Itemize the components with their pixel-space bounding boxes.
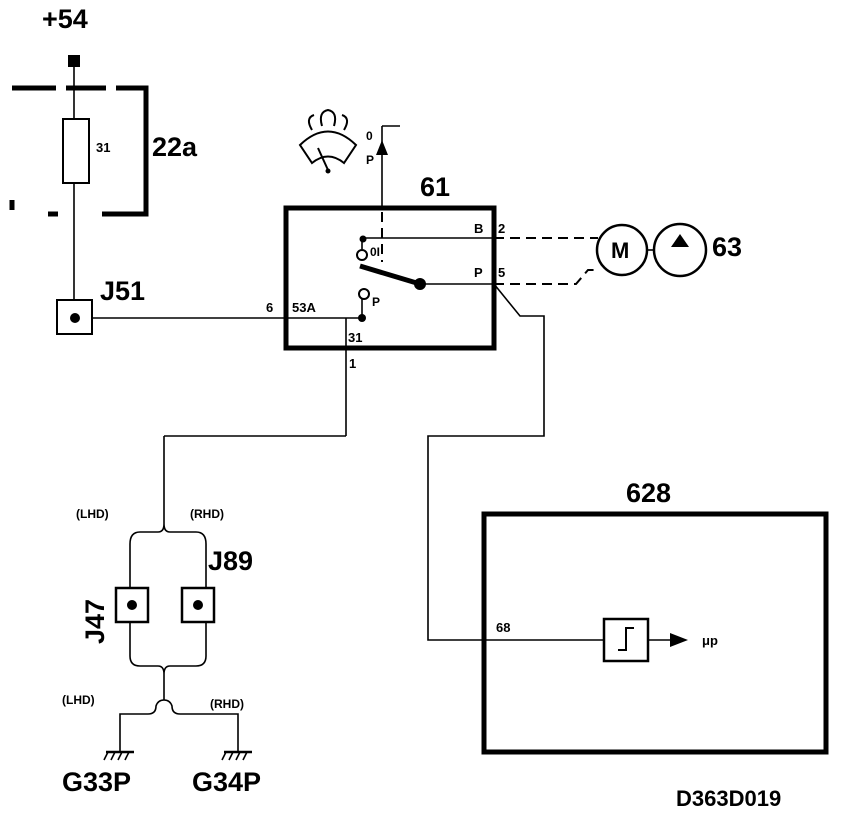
motor-ref-label: 63 xyxy=(712,232,742,262)
ground-g34-icon xyxy=(221,722,252,761)
switch-pin-b-num: 2 xyxy=(498,221,505,236)
switch-ref-label: 61 xyxy=(420,172,450,202)
supply-label: +54 xyxy=(42,4,88,34)
fuse-pin-label: 31 xyxy=(96,140,110,155)
supply-terminal xyxy=(68,55,80,67)
switch-pin-53a-label: 53A xyxy=(292,300,316,315)
fuse-box-22a xyxy=(9,85,149,217)
wire-p-to-ecu xyxy=(427,283,604,641)
ground-g34-label: G34P xyxy=(192,767,261,797)
ground-g33-label: G33P xyxy=(62,767,131,797)
wiper-o-label: 0 xyxy=(366,129,373,143)
switch-0i-contact xyxy=(356,249,368,261)
rhd-top-label: (RHD) xyxy=(190,507,224,521)
ecu-output-label: μp xyxy=(702,633,718,648)
drawing-code: D363D019 xyxy=(676,786,781,811)
wire-p-to-motor xyxy=(494,269,598,285)
ecu-box-628 xyxy=(481,511,829,755)
switch-pin-31-num: 1 xyxy=(349,356,356,371)
connector-j89-label: J89 xyxy=(208,546,253,576)
connector-j51-label: J51 xyxy=(100,276,145,306)
wiper-icon xyxy=(298,108,358,174)
switch-lever xyxy=(359,263,421,287)
switch-pin-53a-num: 6 xyxy=(266,300,273,315)
wiper-arrow-icon xyxy=(376,140,388,155)
switch-53a-node xyxy=(358,314,366,322)
top-variant-brace xyxy=(129,523,207,545)
ground-g33-icon xyxy=(103,722,134,761)
pump-arrow-icon xyxy=(671,234,689,247)
connector-j51-pin xyxy=(70,313,80,323)
lhd-top-label: (LHD) xyxy=(76,507,109,521)
wiper-p-label: P xyxy=(366,153,374,167)
pump-icon xyxy=(652,222,708,278)
connector-j47-label: J47 xyxy=(80,599,110,644)
ground-variant-brace xyxy=(119,699,239,722)
connector-j89-pin xyxy=(193,600,203,610)
motor-letter: M xyxy=(611,238,629,263)
switch-box-61 xyxy=(283,205,497,351)
ecu-pin-label: 68 xyxy=(496,620,510,635)
switch-pos-0i-label: 0I xyxy=(370,245,380,259)
switch-pin-31-label: 31 xyxy=(348,330,362,345)
ecu-output-arrow-icon xyxy=(670,633,688,647)
schmitt-trigger-icon xyxy=(618,627,634,651)
fuse-element xyxy=(62,118,90,184)
switch-b-node xyxy=(359,235,367,243)
switch-pin-b-label: B xyxy=(474,221,483,236)
switch-pin-p-label: P xyxy=(474,265,483,280)
switch-p-contact xyxy=(358,288,370,300)
switch-pin-p-num: 5 xyxy=(498,265,505,280)
lhd-bottom-label: (LHD) xyxy=(62,693,95,707)
rhd-bottom-label: (RHD) xyxy=(210,697,244,711)
ecu-ref-label: 628 xyxy=(626,478,671,508)
switch-pos-p-label: P xyxy=(372,295,380,309)
connector-j47-pin xyxy=(127,600,137,610)
fuse-ref-label: 22a xyxy=(152,132,198,162)
bottom-variant-brace xyxy=(129,655,207,675)
